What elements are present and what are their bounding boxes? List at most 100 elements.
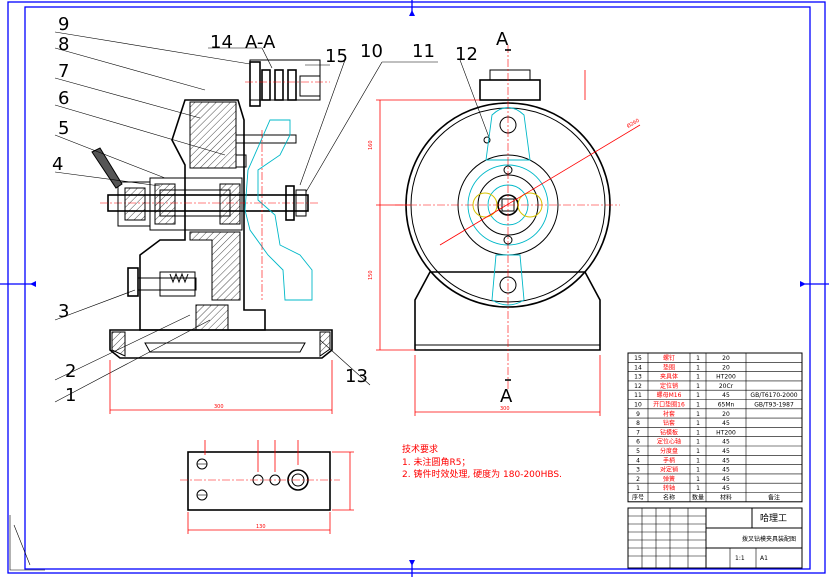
bom-cell-material: 20Cr bbox=[719, 383, 734, 390]
title-school: 哈理工 bbox=[760, 512, 787, 524]
cut-label-bottom: A bbox=[500, 386, 513, 407]
bom-cell-name: 开口垫圈16 bbox=[653, 401, 685, 409]
tech-item-2: 2. 铸件时效处理, 硬度为 180-200HBS. bbox=[402, 468, 562, 480]
front-diameter-text: Ø260 bbox=[626, 117, 641, 130]
bom-cell-qty: 1 bbox=[696, 402, 700, 409]
bom-cell-qty: 1 bbox=[696, 374, 700, 381]
bom-cell-material: 45 bbox=[722, 467, 730, 474]
bom-cell-qty: 1 bbox=[696, 364, 700, 371]
bom-cell-material: 20 bbox=[722, 411, 730, 418]
bom-cell-no: 5 bbox=[636, 448, 640, 455]
bom-cell-no: 10 bbox=[634, 402, 642, 409]
section-view bbox=[91, 59, 333, 359]
front-height-upper-text: 160 bbox=[368, 140, 374, 150]
bom-cell-material: 65Mn bbox=[718, 402, 735, 409]
bom-cell-no: 2 bbox=[636, 476, 640, 483]
bom-cell-name: 螺母M16 bbox=[657, 391, 682, 399]
callout-11: 11 bbox=[412, 41, 435, 62]
bom-cell-material: 45 bbox=[722, 476, 730, 483]
title-block: 哈理工 拨叉钻模夹具装配图 1:1 A1 bbox=[627, 507, 803, 569]
bom-cell-no: 9 bbox=[636, 411, 640, 418]
bom-header-no: 序号 bbox=[632, 494, 644, 502]
callout-15: 15 bbox=[325, 46, 348, 67]
bom-cell-no: 15 bbox=[634, 355, 642, 362]
bom-cell-no: 4 bbox=[636, 457, 640, 464]
bom-cell-name: 钻套 bbox=[663, 419, 675, 427]
bom-cell-std: GB/T6170-2000 bbox=[750, 392, 797, 399]
callout-14: 14 bbox=[210, 32, 233, 53]
front-width-text: 300 bbox=[500, 406, 510, 412]
cut-label-top: A bbox=[496, 29, 509, 50]
bom-cell-name: 垫圈 bbox=[663, 363, 675, 371]
bom-cell-no: 8 bbox=[636, 420, 640, 427]
bom-cell-no: 13 bbox=[634, 374, 642, 381]
callout-1: 1 bbox=[65, 385, 76, 406]
side-width-dimension: 300 bbox=[109, 360, 333, 414]
bom-header-qty: 数量 bbox=[692, 494, 704, 502]
bom-cell-name: 夹具体 bbox=[660, 373, 678, 381]
bom-cell-no: 11 bbox=[634, 392, 642, 399]
plan-width-text: 130 bbox=[256, 524, 266, 530]
bom-cell-name: 分度盘 bbox=[660, 447, 678, 455]
bom-header-std: 备注 bbox=[768, 494, 780, 502]
bom-cell-material: 45 bbox=[722, 485, 730, 492]
bom-cell-material: HT200 bbox=[716, 429, 736, 436]
bom-cell-qty: 1 bbox=[696, 448, 700, 455]
bom-cell-no: 12 bbox=[634, 383, 642, 390]
bom-cell-material: 45 bbox=[722, 457, 730, 464]
bom-cell-qty: 1 bbox=[696, 383, 700, 390]
bom-cell-no: 3 bbox=[636, 467, 640, 474]
bom-cell-name: 衬套 bbox=[663, 410, 675, 418]
bom-cell-std: GB/T93-1987 bbox=[754, 402, 794, 409]
callout-6: 6 bbox=[58, 88, 69, 109]
bom-cell-name: 手柄 bbox=[663, 456, 675, 464]
callout-8: 8 bbox=[58, 34, 69, 55]
callout-12: 12 bbox=[455, 44, 478, 65]
bom-cell-name: 定位心轴 bbox=[657, 438, 681, 446]
section-label: A-A bbox=[245, 32, 276, 53]
bom-cell-material: 45 bbox=[722, 439, 730, 446]
bom-cell-qty: 1 bbox=[696, 420, 700, 427]
bom-header-material: 材料 bbox=[720, 494, 732, 502]
bom-cell-qty: 1 bbox=[696, 476, 700, 483]
bom-cell-no: 1 bbox=[636, 485, 640, 492]
bom-cell-no: 6 bbox=[636, 439, 640, 446]
bom-cell-no: 7 bbox=[636, 429, 640, 436]
callout-9: 9 bbox=[58, 14, 69, 35]
callout-4: 4 bbox=[52, 154, 63, 175]
bom-cell-qty: 1 bbox=[696, 355, 700, 362]
bom-cell-material: 45 bbox=[722, 392, 730, 399]
bom-cell-name: 定位销 bbox=[660, 382, 678, 390]
callout-5: 5 bbox=[58, 118, 69, 139]
callout-3: 3 bbox=[58, 301, 69, 322]
callout-7: 7 bbox=[58, 61, 69, 82]
front-view: A A 160 150 300 Ø260 bbox=[368, 29, 641, 416]
bom-cell-qty: 1 bbox=[696, 439, 700, 446]
bom-cell-material: HT200 bbox=[716, 374, 736, 381]
plan-view: 130 bbox=[180, 440, 354, 534]
tech-heading: 技术要求 bbox=[402, 443, 438, 455]
bom-cell-no: 14 bbox=[634, 364, 642, 371]
bom-header-name: 名称 bbox=[663, 494, 675, 502]
front-height-lower-text: 150 bbox=[368, 270, 374, 280]
bom-cell-name: 螺钉 bbox=[663, 354, 675, 362]
title-drawing-name: 拨叉钻模夹具装配图 bbox=[742, 535, 796, 543]
bom-cell-material: 20 bbox=[722, 355, 730, 362]
bom-cell-qty: 1 bbox=[696, 467, 700, 474]
bom-cell-qty: 1 bbox=[696, 411, 700, 418]
tech-item-1: 1. 未注圆角R5； bbox=[402, 456, 470, 468]
bom-cell-name: 弹簧 bbox=[663, 475, 675, 483]
side-width-text: 300 bbox=[214, 404, 224, 410]
bom-cell-name: 对定销 bbox=[660, 466, 678, 474]
part-callouts: 9 8 7 6 5 4 3 2 1 14 15 10 11 12 13 A-A bbox=[52, 14, 491, 406]
technical-requirements: 技术要求 1. 未注圆角R5； 2. 铸件时效处理, 硬度为 180-200HB… bbox=[402, 443, 562, 480]
title-sheet: A1 bbox=[760, 555, 768, 562]
bom-cell-material: 20 bbox=[722, 364, 730, 371]
bom-cell-name: 钻模板 bbox=[660, 428, 678, 436]
callout-2: 2 bbox=[65, 361, 76, 382]
bom-cell-qty: 1 bbox=[696, 457, 700, 464]
callout-10: 10 bbox=[360, 41, 383, 62]
